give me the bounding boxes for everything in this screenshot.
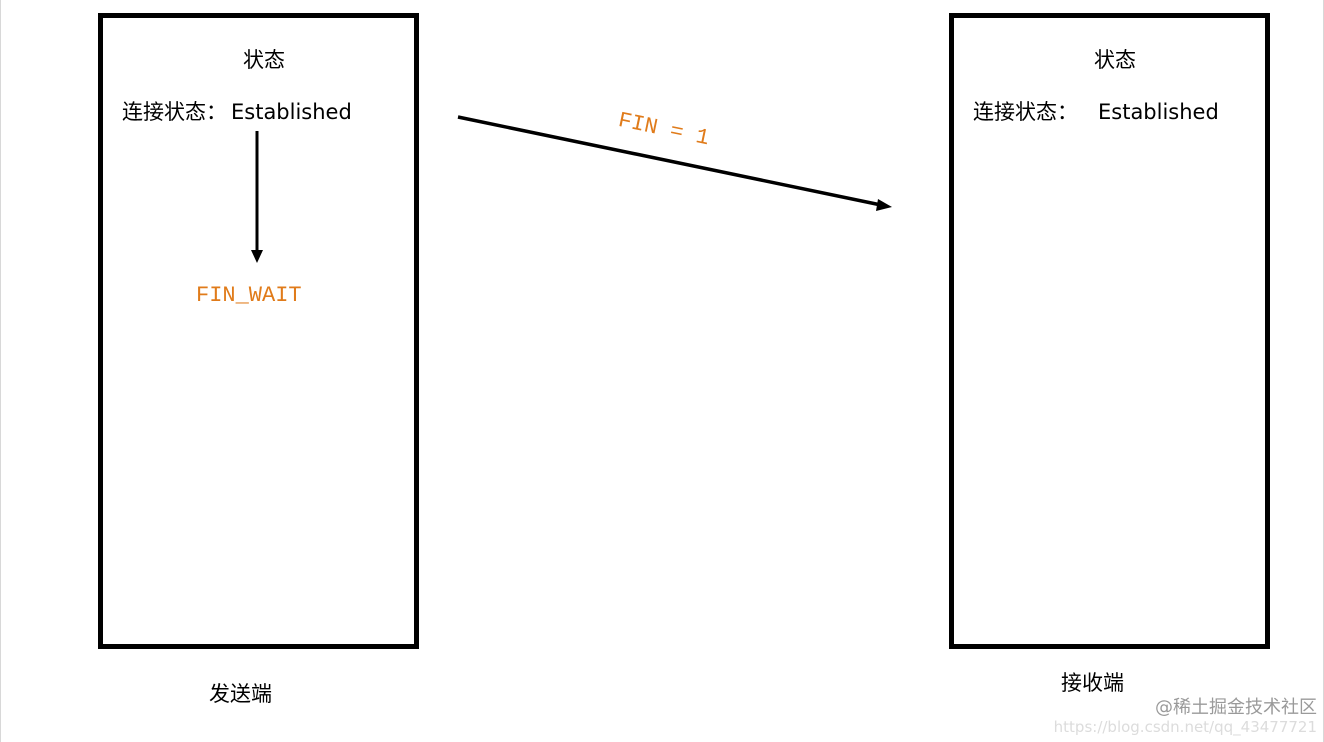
- watermark-primary: @稀土掘金技术社区: [1155, 697, 1317, 718]
- receiver-state-row: 连接状态： Established: [973, 99, 1219, 125]
- receiver-state-value: Established: [1098, 100, 1219, 124]
- receiver-state-label: 连接状态：: [973, 100, 1078, 124]
- sender-state-label: 连接状态：: [122, 100, 227, 124]
- state-transition-arrow: [251, 131, 263, 263]
- watermark-secondary: https://blog.csdn.net/qq_43477721: [1053, 718, 1317, 736]
- sender-caption: 发送端: [209, 682, 272, 706]
- sender-next-state: FIN_WAIT: [196, 283, 302, 308]
- sender-state-row: 连接状态： Established: [122, 99, 352, 125]
- sender-title: 状态: [243, 48, 285, 72]
- receiver-title: 状态: [1094, 48, 1136, 72]
- sender-box: [98, 13, 419, 649]
- sender-state-value: Established: [231, 100, 352, 124]
- receiver-box: [949, 13, 1270, 649]
- fin-message-arrow: [457, 115, 892, 211]
- watermark: @稀土掘金技术社区 https://blog.csdn.net/qq_43477…: [1054, 697, 1317, 736]
- receiver-caption: 接收端: [1061, 671, 1124, 695]
